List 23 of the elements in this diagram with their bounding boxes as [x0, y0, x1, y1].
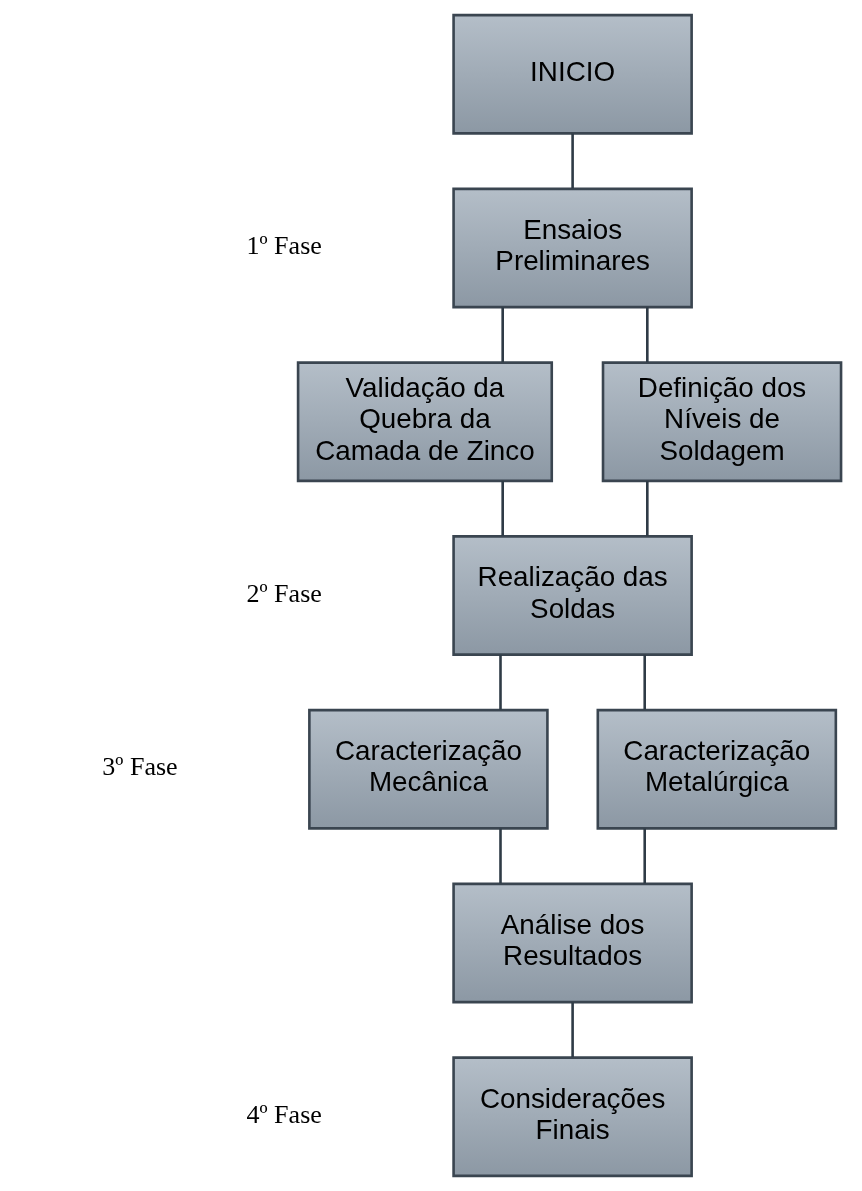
node-box: Análise dos Resultados [452, 882, 693, 1004]
connector [501, 481, 504, 536]
node-box: Realização das Soldas [452, 535, 693, 656]
connector [499, 828, 502, 884]
connector [571, 133, 574, 189]
node-box: INICIO [452, 13, 693, 135]
label: 3º Fase [102, 752, 178, 782]
node-box: Definição dos Níveis de Soldagem [601, 361, 843, 483]
label: 4º Fase [246, 1099, 322, 1129]
label: 2º Fase [246, 578, 322, 608]
connector [643, 654, 646, 710]
connector [646, 481, 649, 536]
connector [646, 307, 649, 363]
label: 1º Fase [246, 231, 322, 261]
node-box: Considerações Finais [452, 1056, 693, 1178]
node-box: Caracterização Metalúrgica [596, 708, 838, 830]
connector [501, 307, 504, 363]
node-box: Validação da Quebra da Camada de Zinco [296, 361, 554, 483]
node-box: Ensaios Preliminares [452, 187, 693, 309]
connector [643, 828, 646, 884]
node-box: Caracterização Mecânica [308, 708, 549, 830]
connector [571, 1002, 574, 1058]
connector [499, 654, 502, 710]
